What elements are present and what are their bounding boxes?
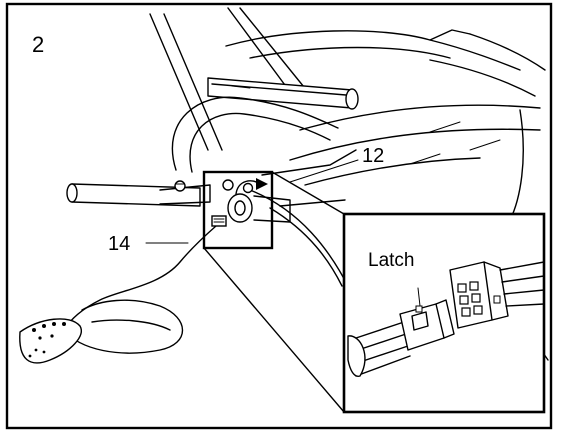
latch-detail-inset: [344, 214, 544, 412]
latch-label: Latch: [368, 250, 414, 271]
callout-14: 14: [108, 233, 130, 255]
zoom-line-bottom: [204, 248, 344, 412]
insert-arrow-icon: [256, 178, 268, 190]
step-number: 2: [32, 32, 44, 57]
detail-source-box: [204, 172, 290, 248]
callout-12: 12: [362, 145, 384, 167]
callout-12-leader: [290, 160, 358, 182]
